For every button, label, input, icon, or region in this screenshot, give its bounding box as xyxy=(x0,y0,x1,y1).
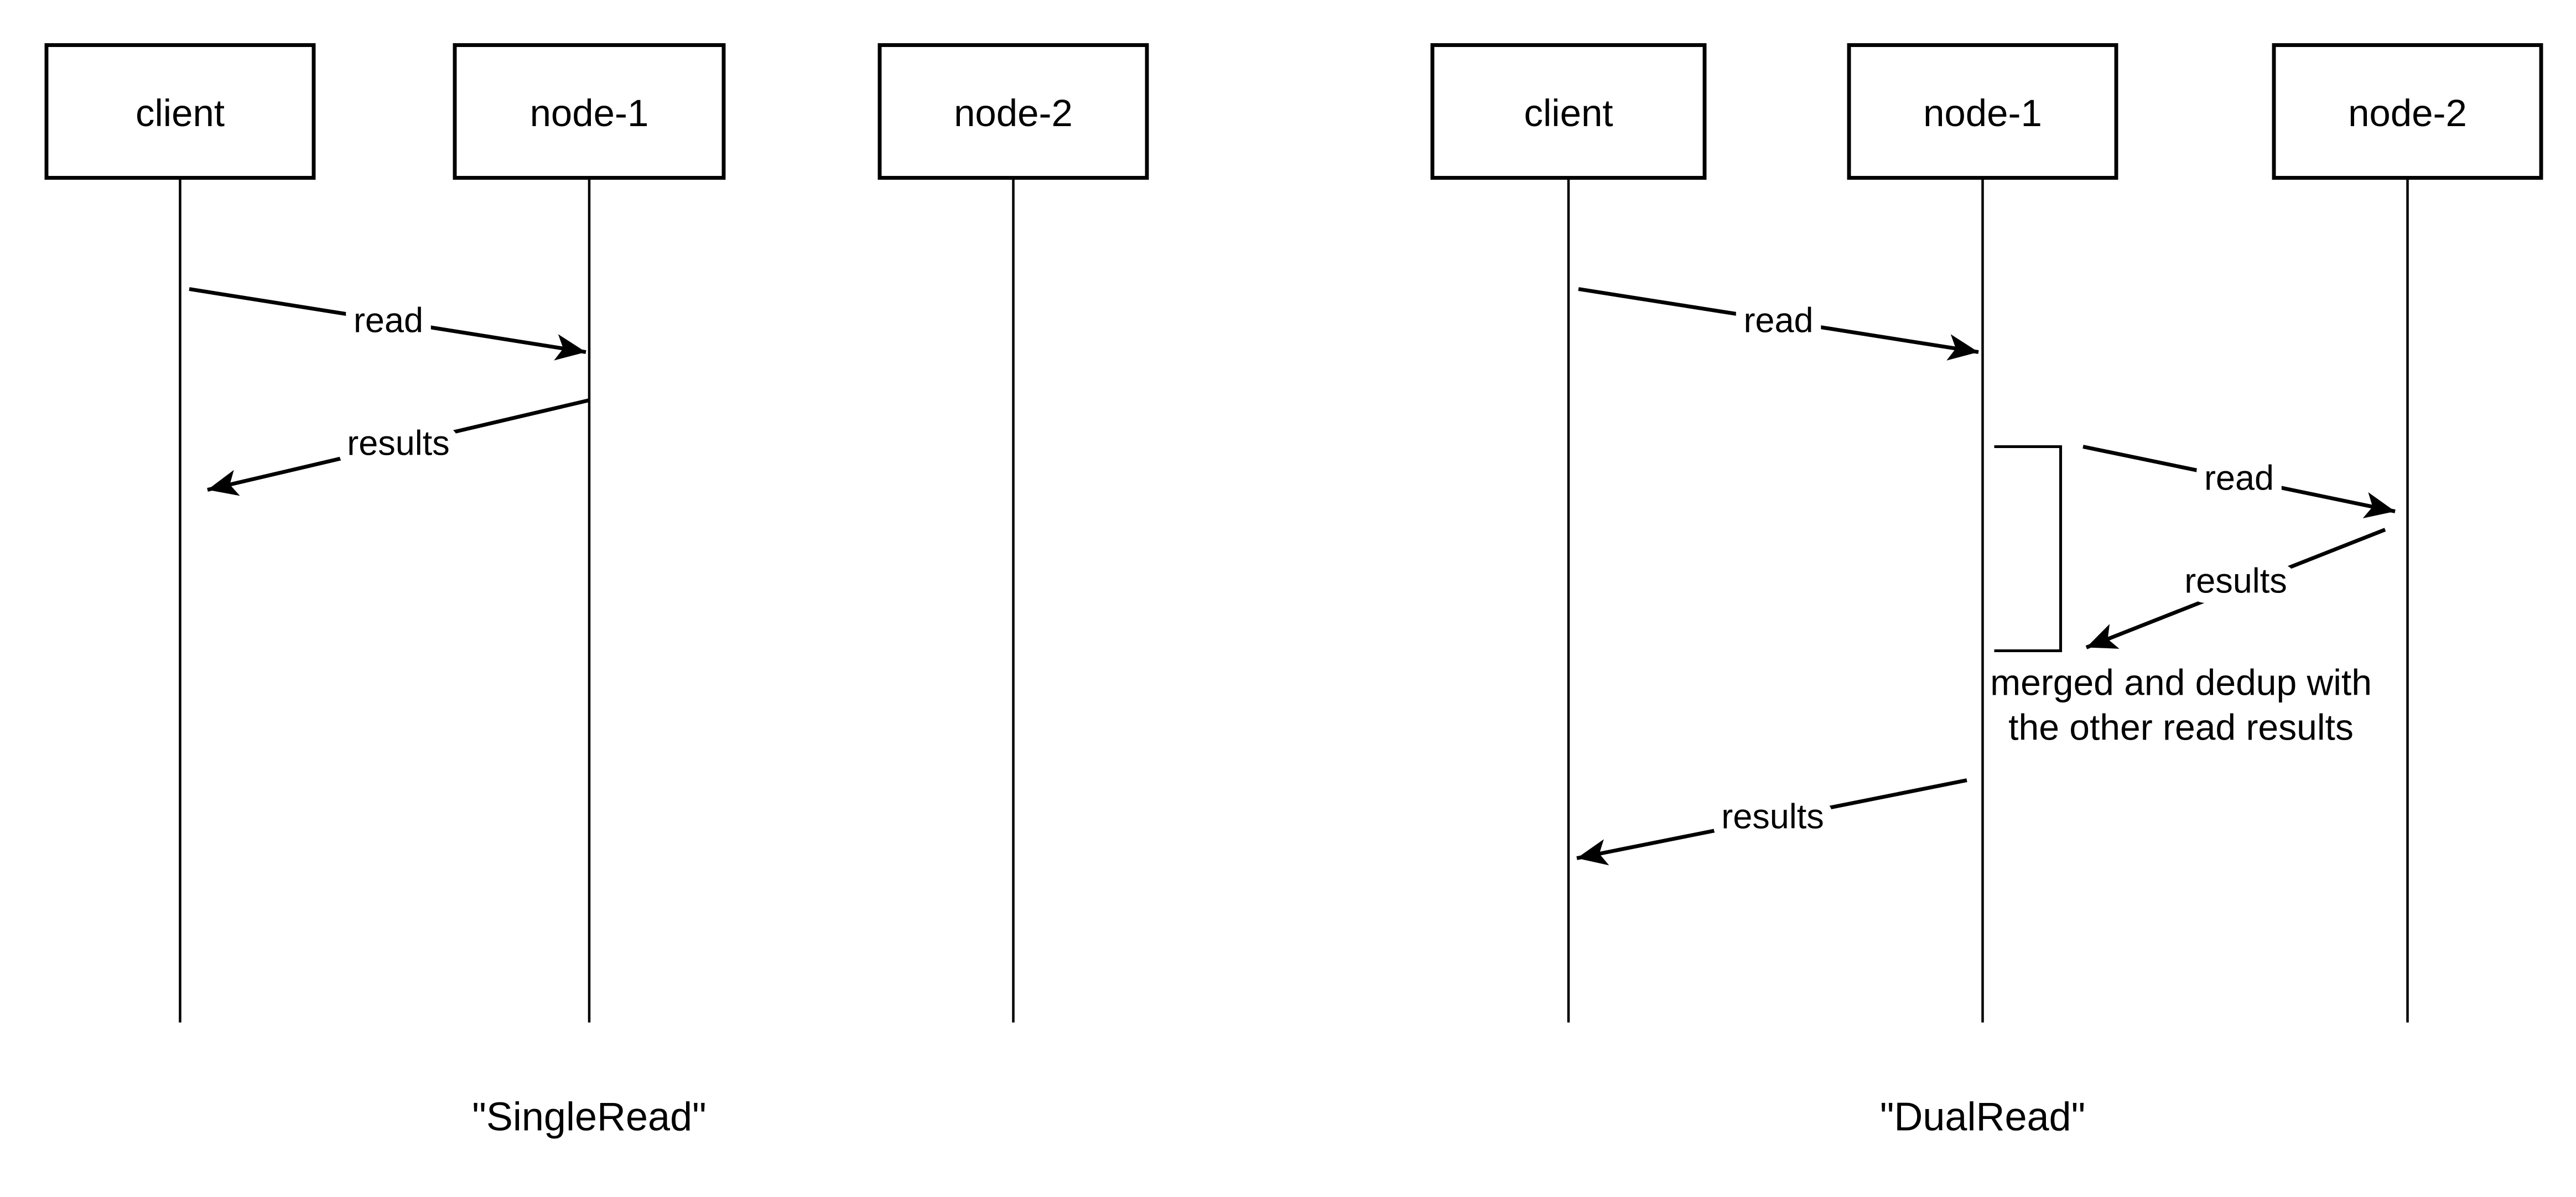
message-arrow-results xyxy=(207,398,590,496)
actor-label-client: client xyxy=(136,92,225,134)
message-label-read: read xyxy=(354,301,423,340)
message-arrow-read xyxy=(189,287,586,361)
actor-box-node-2 xyxy=(877,43,1149,180)
merge-note-line-1: merged and dedup with xyxy=(1990,662,2372,703)
actor-label-client: client xyxy=(1524,92,1613,134)
actor-label-node-2: node-2 xyxy=(2348,92,2467,134)
actor-box-node-1 xyxy=(453,43,726,180)
diagram-caption-dualread: "DualRead" xyxy=(1880,1095,2085,1139)
actor-label-node-1: node-1 xyxy=(1923,92,2042,134)
actor-label-node-2: node-2 xyxy=(954,92,1073,134)
diagram-caption-singleread: "SingleRead" xyxy=(472,1095,706,1139)
message-label-read-2: read xyxy=(2204,459,2274,498)
message-label-results-1: results xyxy=(2184,562,2287,601)
message-label-results-2: results xyxy=(1721,798,1824,836)
actor-box-client xyxy=(44,43,316,180)
message-label-results: results xyxy=(347,424,450,463)
message-label-read-1: read xyxy=(1743,301,1813,340)
diagram-dualread: client node-1 node-2 read read results m… xyxy=(1430,43,2543,1139)
actor-box-node-2 xyxy=(2272,43,2543,180)
message-arrow-read-1 xyxy=(1578,287,1979,361)
actor-box-client xyxy=(1430,43,1707,180)
actor-label-node-1: node-1 xyxy=(530,92,649,134)
message-arrow-results-1 xyxy=(2085,528,2386,649)
message-arrow-read-2 xyxy=(2082,445,2396,518)
message-arrow-results-2 xyxy=(1576,778,1967,866)
actor-box-node-1 xyxy=(1847,43,2118,180)
merge-note-line-2: the other read results xyxy=(2008,707,2354,748)
activation-bracket xyxy=(1994,445,2063,653)
diagram-singleread: client node-1 node-2 read results "Singl… xyxy=(44,43,1149,1139)
